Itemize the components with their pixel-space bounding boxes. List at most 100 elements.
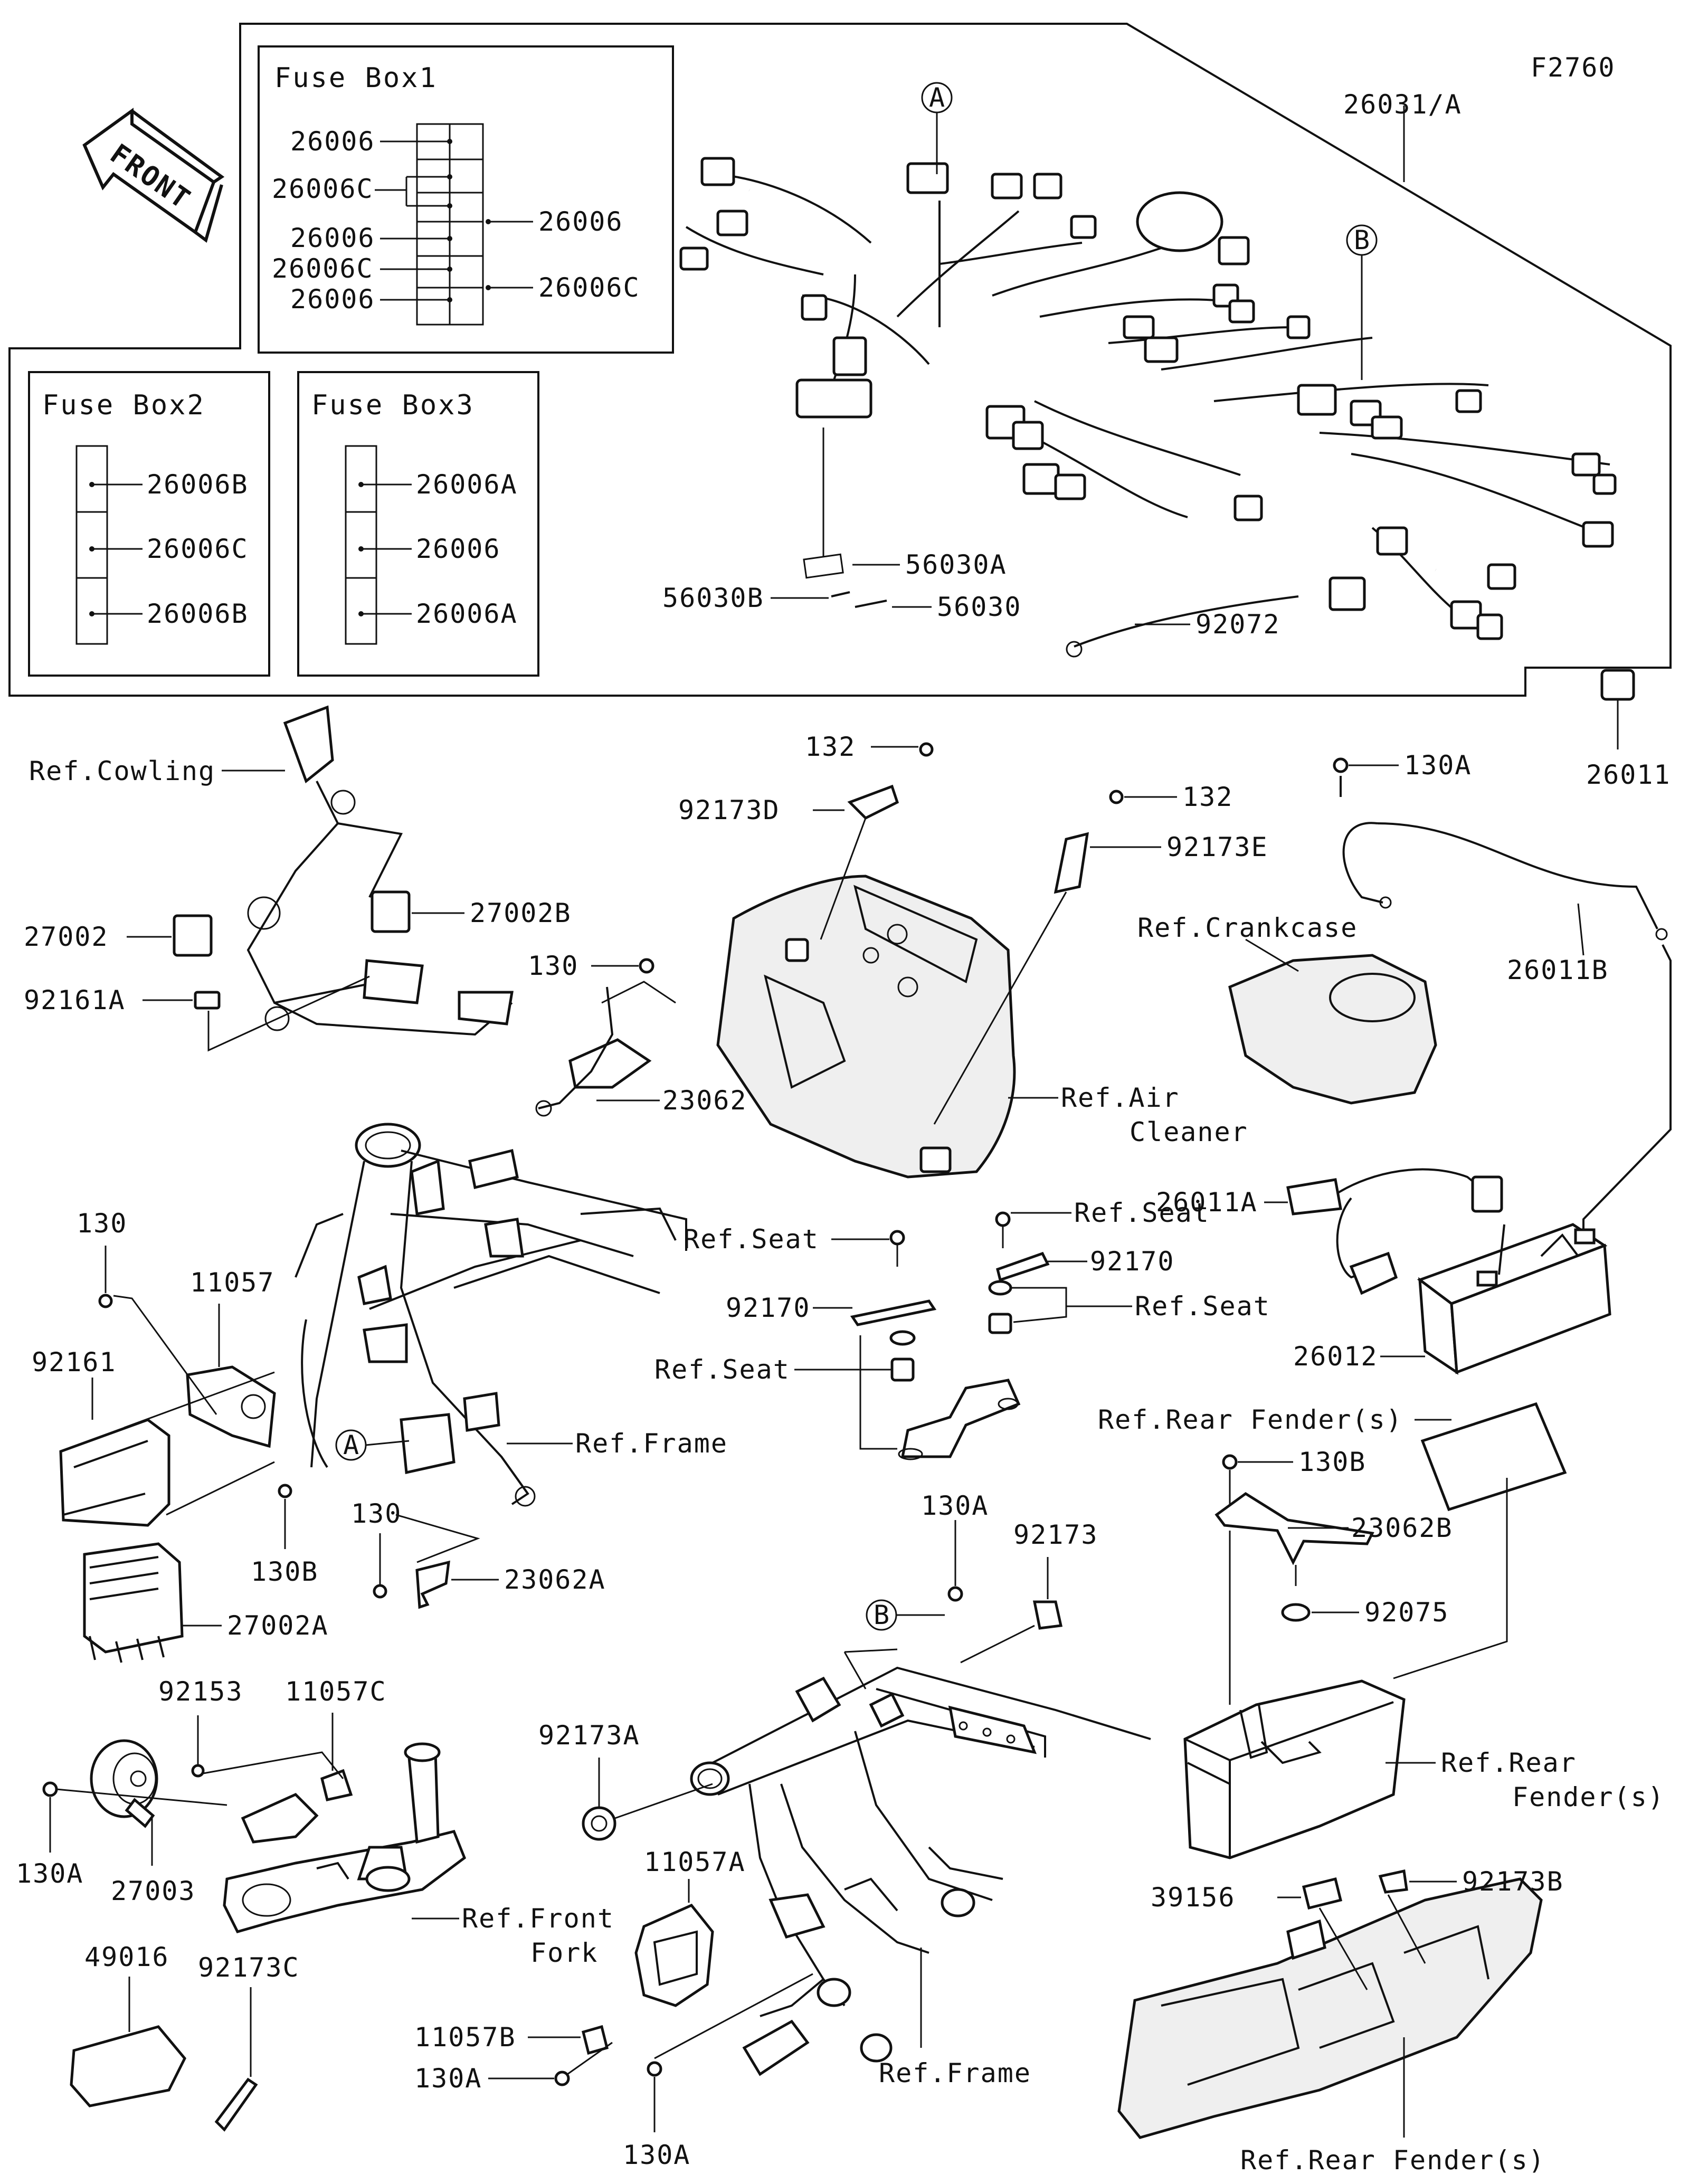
label-27002B: 27002B (470, 898, 572, 928)
label-130A-d: 130A (414, 2063, 482, 2094)
fb2-label-3: 26006B (147, 599, 249, 629)
label-23062: 23062 (662, 1085, 747, 1116)
label-ref-front-fork-2: Fork (530, 1938, 598, 1968)
fb1-label-3: 26006 (290, 223, 375, 253)
front-fork (223, 1742, 467, 1933)
seat-bracket (850, 1211, 1050, 1460)
label-130A-e: 130A (623, 2140, 690, 2170)
relay-27002B (371, 890, 411, 933)
strap-92173C (214, 2077, 258, 2132)
bracket-11057C (241, 1769, 353, 1844)
label-56030B: 56030B (662, 583, 764, 613)
label-92075: 92075 (1364, 1597, 1449, 1628)
label-92072: 92072 (1195, 609, 1280, 640)
label-92173E: 92173E (1166, 832, 1268, 862)
fuse-box-3: Fuse Box3 26006A 26006 26006A (297, 371, 539, 677)
label-26012: 26012 (1293, 1341, 1378, 1372)
label-130-c: 130 (351, 1498, 402, 1529)
label-92161A: 92161A (24, 985, 126, 1015)
rear-fender-tray (1183, 1679, 1406, 1859)
label-ref-air-cleaner-2: Cleaner (1130, 1117, 1248, 1147)
harness-frame (8, 23, 1672, 697)
relay-27002 (173, 914, 213, 957)
label-ref-crankcase: Ref.Crankcase (1137, 913, 1358, 943)
fb1-label-6: 26006 (538, 206, 623, 237)
label-27003: 27003 (111, 1876, 196, 1906)
label-11057A: 11057A (644, 1847, 746, 1877)
label-92173B: 92173B (1462, 1866, 1564, 1897)
label-11057: 11057 (190, 1267, 275, 1298)
fb2-label-1: 26006B (147, 469, 249, 500)
label-23062A: 23062A (504, 1564, 606, 1595)
clip-92173B (1378, 1869, 1408, 1894)
label-ref-air-cleaner-1: Ref.Air (1061, 1082, 1180, 1113)
grommet-92075 (1281, 1603, 1311, 1622)
cable-26011A (1286, 1168, 1503, 1295)
label-130B-a: 130B (251, 1556, 318, 1587)
label-56030: 56030 (937, 592, 1022, 622)
label-130B-b: 130B (1298, 1447, 1366, 1477)
main-frame (295, 1123, 687, 1507)
bracket-11057 (186, 1365, 276, 1448)
battery-26012 (1417, 944, 1672, 1375)
front-arrow-icon: FRONT (82, 108, 225, 243)
label-ref-seat-b: Ref.Seat (1074, 1198, 1210, 1228)
harness-main-label: 26031/A (1343, 89, 1462, 120)
label-11057C: 11057C (285, 1676, 387, 1707)
fb1-label-7: 26006C (538, 272, 640, 303)
fuse-box-1-title: Fuse Box1 (274, 62, 438, 94)
diagram-code: F2760 (1531, 52, 1616, 83)
rear-fender (1117, 1877, 1543, 2139)
label-132-a: 132 (805, 732, 856, 762)
label-92173: 92173 (1013, 1520, 1098, 1550)
label-ref-cowling: Ref.Cowling (29, 756, 215, 786)
fb3-label-2: 26006 (416, 534, 501, 564)
fb3-label-1: 26006A (416, 469, 518, 500)
label-130-b: 130 (77, 1208, 127, 1239)
label-ref-seat-a: Ref.Seat (684, 1224, 819, 1255)
fb1-label-4: 26006C (272, 253, 374, 284)
damper-39156 (1302, 1877, 1343, 1910)
label-49016: 49016 (84, 1942, 169, 1972)
ecu-92161 (59, 1418, 170, 1527)
label-92170-b: 92170 (1090, 1246, 1175, 1277)
bracket-11057A (634, 1903, 714, 2007)
label-27002: 27002 (24, 922, 109, 952)
label-ref-frame-b: Ref.Frame (879, 2058, 1031, 2088)
cowling-stay (246, 705, 514, 1036)
label-92173A: 92173A (538, 1720, 640, 1751)
fb1-label-2: 26006C (272, 174, 374, 204)
battery-pad (1420, 1402, 1567, 1512)
cover-49016 (70, 2025, 186, 2107)
harness-marker-a: A (929, 82, 946, 113)
frame-marker-a: A (343, 1430, 360, 1460)
label-26011B: 26011B (1507, 955, 1609, 985)
label-ref-rear-fender-c: Ref.Rear Fender(s) (1240, 2145, 1545, 2176)
fb3-label-3: 26006A (416, 599, 518, 629)
clamp-23062A (415, 1560, 450, 1609)
air-cleaner (716, 875, 1016, 1179)
label-ref-seat-d: Ref.Seat (654, 1354, 790, 1385)
clip-92173A (582, 1806, 616, 1841)
fb1-label-1: 26006 (290, 126, 375, 157)
fuse-box-3-title: Fuse Box3 (311, 390, 475, 421)
fb1-label-5: 26006 (290, 284, 375, 315)
fb2-label-2: 26006C (147, 534, 249, 564)
fuse-box-1: Fuse Box1 26006 26006C 26006 26006C (258, 45, 674, 354)
label-26011: 26011 (1586, 759, 1671, 790)
label-130-a: 130 (528, 951, 578, 981)
bracket-11057B (581, 2025, 609, 2055)
rear-frame (690, 1666, 1151, 2076)
label-ref-frame-a: Ref.Frame (575, 1428, 728, 1459)
label-56030A: 56030A (905, 549, 1007, 580)
label-ref-rear-fender-b2: Fender(s) (1512, 1782, 1665, 1812)
label-92173D: 92173D (678, 795, 780, 825)
label-132-b: 132 (1182, 782, 1233, 812)
label-ref-rear-fender-a: Ref.Rear Fender(s) (1098, 1404, 1403, 1435)
frame-marker-b: B (874, 1600, 890, 1630)
label-27002A: 27002A (227, 1610, 329, 1641)
label-26011A: 26011A (1156, 1187, 1258, 1218)
label-130A-a: 130A (1404, 750, 1472, 781)
crankcase (1228, 954, 1437, 1105)
